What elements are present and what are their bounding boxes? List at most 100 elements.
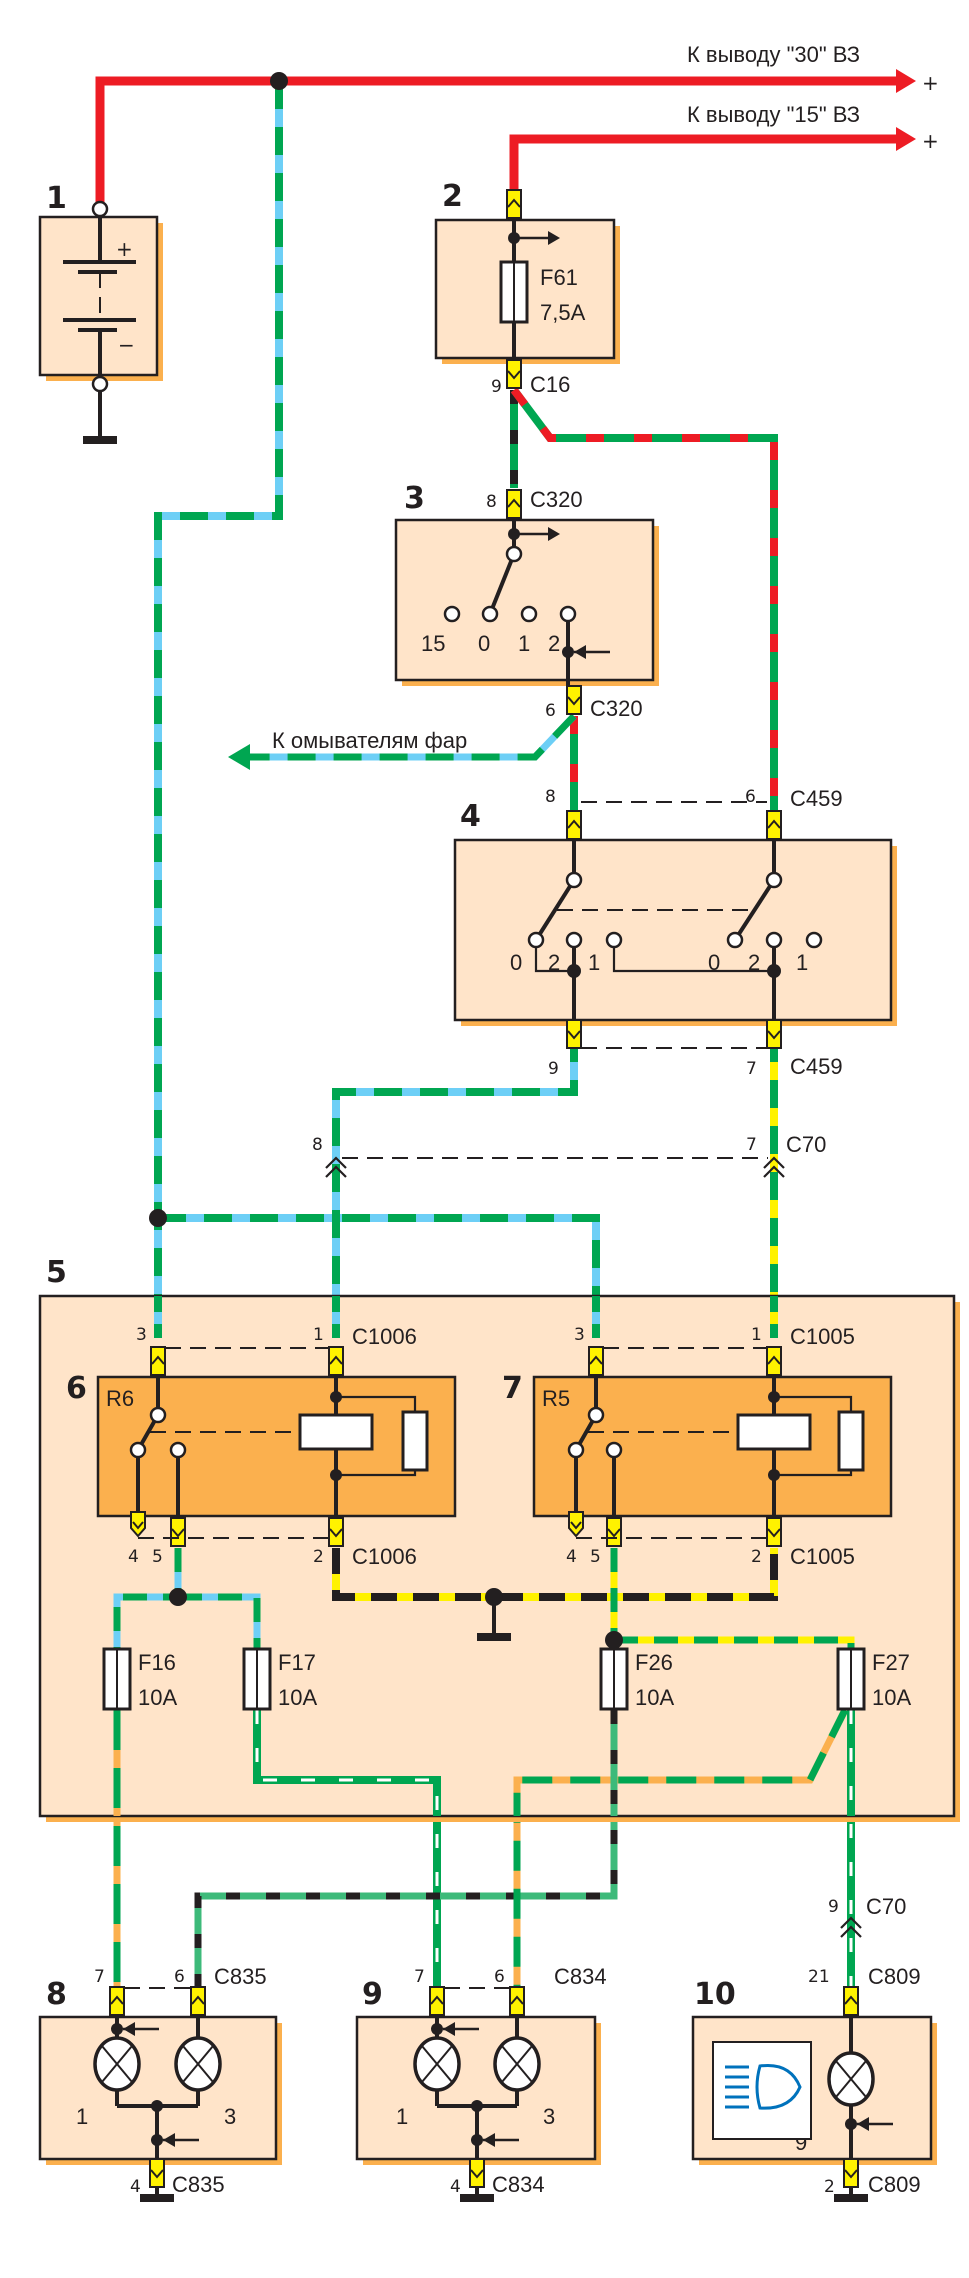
svg-text:7: 7 <box>94 1967 105 1987</box>
svg-text:C834: C834 <box>492 2172 545 2197</box>
junction-dot <box>149 1209 167 1227</box>
svg-text:C320: C320 <box>530 487 583 512</box>
svg-text:C16: C16 <box>530 372 570 397</box>
svg-text:C1005: C1005 <box>790 1544 855 1569</box>
svg-text:C70: C70 <box>866 1894 906 1919</box>
component-8-headlamp-left: 8 7 6 C835 1 3 4 C835 <box>38 1964 282 2202</box>
svg-text:C1006: C1006 <box>352 1324 417 1349</box>
svg-text:7: 7 <box>746 1059 757 1079</box>
label-to-washers: К омывателям фар <box>272 728 467 753</box>
svg-text:6: 6 <box>494 1967 505 1987</box>
connector-c70-upper: 8 7 C70 <box>312 1132 826 1179</box>
svg-text:0: 0 <box>708 950 720 975</box>
svg-text:10A: 10A <box>138 1685 177 1710</box>
wires-inside-box5 <box>113 1296 855 1816</box>
svg-text:0: 0 <box>510 950 522 975</box>
svg-text:4: 4 <box>460 799 481 834</box>
component-9-headlamp-right: 9 7 6 C834 1 3 4 C834 <box>355 1964 607 2202</box>
svg-text:F26: F26 <box>635 1650 673 1675</box>
component-4-light-switch: 4 8 6 C459 0 2 1 0 2 1 <box>453 786 897 1079</box>
svg-text:5: 5 <box>590 1547 601 1567</box>
svg-text:C459: C459 <box>790 786 843 811</box>
svg-text:10: 10 <box>694 1977 736 2012</box>
wire-green-blue-left <box>154 81 283 1338</box>
svg-text:9: 9 <box>491 377 502 397</box>
component-7-relay-r5: 7 R5 3 1 C1005 4 5 2 C1005 <box>502 1324 893 1569</box>
relay-r5-label: R5 <box>542 1386 570 1411</box>
svg-text:C70: C70 <box>786 1132 826 1157</box>
svg-text:C320: C320 <box>590 696 643 721</box>
svg-text:9: 9 <box>828 1897 839 1917</box>
connector-c70-lower: 9 C70 <box>828 1894 906 1939</box>
svg-text:8: 8 <box>486 492 497 512</box>
svg-text:1: 1 <box>46 181 67 216</box>
svg-text:8: 8 <box>545 787 556 807</box>
svg-text:C809: C809 <box>868 1964 921 1989</box>
svg-text:5: 5 <box>46 1255 67 1290</box>
svg-text:4: 4 <box>128 1547 139 1567</box>
battery-minus: − <box>118 333 135 357</box>
svg-text:C1006: C1006 <box>352 1544 417 1569</box>
svg-text:C835: C835 <box>214 1964 267 1989</box>
fuse-f61-label: F61 <box>540 265 578 290</box>
label-to-30: К выводу "30" ВЗ <box>687 42 860 67</box>
wire-green-blue-c459-9 <box>332 1034 578 1338</box>
svg-text:1: 1 <box>76 2104 88 2129</box>
svg-text:1: 1 <box>518 631 530 656</box>
label-to-15: К выводу "15" ВЗ <box>687 102 860 127</box>
junction-dot <box>270 72 288 90</box>
component-2-fuse-f61: 2 F61 7,5A 9 C16 <box>434 179 620 397</box>
svg-text:7: 7 <box>746 1135 757 1155</box>
svg-text:10A: 10A <box>635 1685 674 1710</box>
svg-text:3: 3 <box>224 2104 236 2129</box>
fuse-f26: F26 10A <box>599 1647 674 1711</box>
svg-text:9: 9 <box>362 1977 383 2012</box>
relay-r6-label: R6 <box>106 1386 134 1411</box>
svg-text:8: 8 <box>46 1977 67 2012</box>
component-3-ignition-switch: 3 8 C320 15 0 1 2 6 C320 <box>394 481 659 721</box>
plus-sign-30: + <box>922 71 939 95</box>
fuse-f17: F17 10A <box>242 1647 317 1711</box>
svg-text:4: 4 <box>566 1547 577 1567</box>
svg-text:2: 2 <box>313 1547 324 1567</box>
svg-text:5: 5 <box>152 1547 163 1567</box>
svg-text:1: 1 <box>751 1325 762 1345</box>
svg-text:2: 2 <box>442 179 463 214</box>
svg-text:21: 21 <box>808 1967 830 1987</box>
svg-text:4: 4 <box>130 2177 141 2197</box>
svg-text:F27: F27 <box>872 1650 910 1675</box>
svg-text:8: 8 <box>312 1135 323 1155</box>
svg-text:15: 15 <box>421 631 445 656</box>
svg-text:2: 2 <box>748 950 760 975</box>
fuse-f61-rating: 7,5A <box>540 300 586 325</box>
svg-text:C809: C809 <box>868 2172 921 2197</box>
svg-text:7: 7 <box>414 1967 425 1987</box>
svg-text:3: 3 <box>404 481 425 516</box>
wire-green-red-right <box>510 387 778 826</box>
svg-text:2: 2 <box>751 1547 762 1567</box>
svg-text:10A: 10A <box>278 1685 317 1710</box>
component-1-battery: 1 + − <box>38 181 163 444</box>
component-10-high-beam: 10 21 C809 9 2 C809 <box>691 1964 937 2202</box>
component-6-relay-r6: 6 R6 3 1 C1006 4 5 2 C1006 <box>66 1324 457 1569</box>
svg-text:1: 1 <box>588 950 600 975</box>
wire-red-15 <box>509 134 900 190</box>
svg-text:7: 7 <box>502 1371 523 1406</box>
svg-text:2: 2 <box>548 631 560 656</box>
svg-text:3: 3 <box>543 2104 555 2129</box>
svg-text:C1005: C1005 <box>790 1324 855 1349</box>
arrow-30 <box>896 69 916 93</box>
svg-text:F16: F16 <box>138 1650 176 1675</box>
wire-red-30 <box>95 76 900 208</box>
svg-text:3: 3 <box>574 1325 585 1345</box>
wire-to-washers <box>228 713 577 770</box>
svg-text:9: 9 <box>548 1059 559 1079</box>
svg-text:6: 6 <box>174 1967 185 1987</box>
svg-text:C834: C834 <box>554 1964 607 1989</box>
plus-sign-15: + <box>922 129 939 153</box>
fuse-f27: F27 10A <box>836 1647 911 1711</box>
svg-text:1: 1 <box>796 950 808 975</box>
svg-text:4: 4 <box>450 2177 461 2197</box>
svg-text:1: 1 <box>396 2104 408 2129</box>
